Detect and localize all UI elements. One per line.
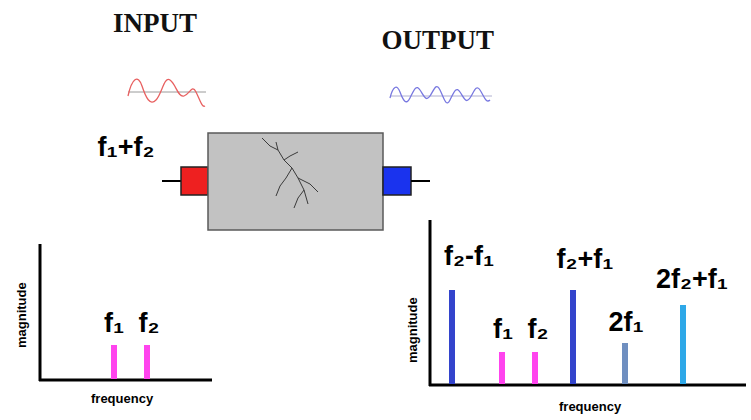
output-port bbox=[383, 167, 411, 195]
input-signal-label: f₁+f₂ bbox=[98, 133, 155, 163]
output-spectrum-axes bbox=[429, 220, 746, 386]
frequency-label: f₁ bbox=[104, 309, 124, 339]
output-waveform bbox=[390, 87, 490, 103]
input-port bbox=[181, 167, 208, 195]
input-spectrum-bars bbox=[111, 345, 150, 379]
axis-label: magnitude bbox=[15, 282, 29, 348]
frequency-label: f₂+f₁ bbox=[557, 245, 614, 275]
frequency-label: f₂ bbox=[139, 309, 160, 339]
system-box bbox=[208, 133, 383, 230]
frequency-label: f₁ bbox=[493, 315, 513, 345]
input-wire bbox=[162, 180, 181, 182]
output-wire bbox=[411, 180, 430, 182]
axis-label: magnitude bbox=[406, 297, 420, 363]
axis-label: frequency bbox=[559, 400, 621, 414]
axis-label: frequency bbox=[91, 392, 153, 406]
output-heading: OUTPUT bbox=[382, 26, 495, 56]
input-baseline bbox=[128, 92, 206, 93]
input-waveform bbox=[128, 79, 205, 106]
frequency-label: f₂ bbox=[528, 315, 549, 345]
frequency-label: f₂-f₁ bbox=[444, 242, 494, 272]
output-spectrum-bars bbox=[449, 290, 686, 384]
crack-lines bbox=[262, 138, 318, 208]
frequency-label: 2f₁ bbox=[609, 308, 644, 338]
input-spectrum-axes bbox=[39, 244, 212, 381]
output-baseline bbox=[390, 96, 492, 97]
frequency-label: 2f₂+f₁ bbox=[656, 265, 728, 295]
input-heading: INPUT bbox=[113, 9, 197, 39]
